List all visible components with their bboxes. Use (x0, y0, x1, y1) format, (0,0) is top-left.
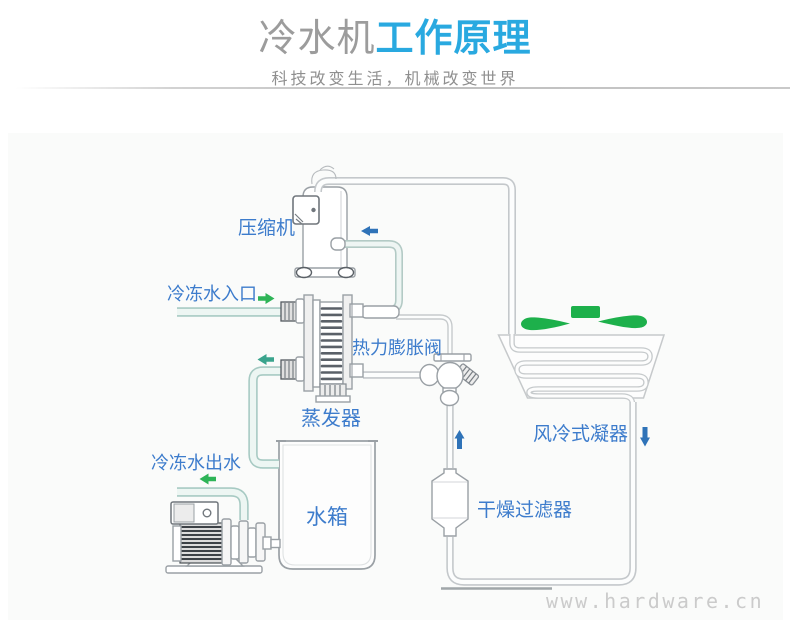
condenser-down-arrow (640, 427, 650, 447)
chilled-water-inlet-label: 冷冻水入口 (167, 284, 257, 305)
watermark: www.hardware.cn (546, 589, 765, 613)
drying-filter (431, 468, 469, 537)
valve-flange-ticks (440, 354, 465, 361)
suction-flow-arrow (361, 226, 378, 236)
pump-base-plate (165, 565, 263, 574)
fan-blade-right (598, 315, 647, 329)
terminal-box-gland (202, 508, 212, 518)
title-blue-part: 工作原理 (375, 16, 532, 60)
evaporator-right-plate (342, 294, 353, 390)
evaporator-left-plate-inner (312, 299, 321, 388)
water-tank (276, 440, 378, 570)
pump-suction-stub-neck (270, 538, 281, 549)
title-gray-part: 冷水机 (258, 16, 376, 60)
inlet-coupling-hatch (284, 303, 294, 320)
equalizer-pipe-inner (396, 315, 452, 354)
header: 冷水机工作原理 科技改变生活，机械改变世界 (0, 0, 790, 89)
refrigerant-inlet-port (349, 363, 364, 378)
pump-disc (230, 525, 240, 560)
pump-discharge-pipe-inner (177, 488, 248, 520)
motor-fins (181, 526, 222, 560)
sensing-bulb (360, 305, 400, 319)
flow-arrows (199, 226, 650, 485)
pump-suction-stub (262, 536, 272, 550)
chilled-water-outlet-label: 冷冻水出水 (151, 453, 241, 474)
outlet-coupling-hatch (284, 361, 294, 378)
compressor-junction-box (292, 195, 320, 225)
compressor-top-fitting (311, 165, 337, 185)
liquid-line (441, 400, 637, 590)
filter-bottom-riser-pipe-inner (447, 402, 636, 585)
evaporator-bottom-lip (315, 395, 351, 403)
page-subtitle: 科技改变生活，机械改变世界 (271, 69, 519, 88)
junction-box-knob (311, 207, 316, 213)
suction-pipe-cap (330, 237, 346, 251)
pump-head (221, 518, 266, 566)
inlet-flange (295, 298, 305, 324)
valve-stub-hatch (458, 365, 477, 384)
evaporator (280, 294, 364, 403)
bottom-header-hatch (324, 385, 341, 397)
compressor-foot-left (295, 266, 313, 279)
evaporator-fins (320, 307, 343, 381)
evaporator-out-flow-arrow (257, 354, 274, 365)
valve-equalizer (360, 305, 453, 354)
condenser (497, 333, 666, 405)
valve-inlet-ball (419, 363, 440, 387)
tank-inner-wall (282, 444, 372, 566)
pump-disc (238, 520, 249, 564)
water-tank-label: 水箱 (306, 505, 348, 529)
compressor-label: 压缩机 (238, 217, 296, 239)
terminal-box-cover (173, 503, 195, 523)
inlet-flow-arrow (258, 293, 275, 304)
expansion-valve-label: 热力膨胀阀 (352, 338, 442, 359)
pump-disc (221, 518, 232, 566)
fan-hub (571, 306, 600, 318)
pump-disc (247, 527, 257, 558)
compressor-foot-right (337, 266, 355, 279)
valve-flange (433, 353, 472, 362)
valve-body (436, 361, 464, 391)
drying-filter-seams (433, 481, 467, 519)
evaporator-left-plate (303, 294, 314, 392)
junction-box-hatch (294, 213, 304, 225)
evaporator-outlet-pipe-inner (249, 367, 284, 468)
filter-up-arrow (454, 430, 465, 449)
drying-filter-label: 干燥过滤器 (477, 499, 573, 521)
outlet-flow-arrow (199, 473, 216, 485)
discharge-pipe-inner (315, 178, 515, 334)
condenser-fan (521, 306, 647, 331)
valve-bottom-ball (439, 389, 460, 407)
tank-body (278, 440, 376, 570)
outlet-flange (295, 356, 305, 382)
fan-blade-left (521, 317, 570, 331)
page-title: 冷水机工作原理 (0, 0, 790, 59)
suction-port (349, 303, 364, 318)
evaporator-label: 蒸发器 (301, 406, 361, 430)
header-divider (0, 87, 790, 89)
water-pump (165, 487, 281, 574)
condenser-label: 风冷式凝器 (533, 423, 629, 445)
motor-end-cap (172, 525, 182, 562)
expansion-valve (363, 353, 480, 407)
condenser-coil-inner (510, 333, 652, 405)
